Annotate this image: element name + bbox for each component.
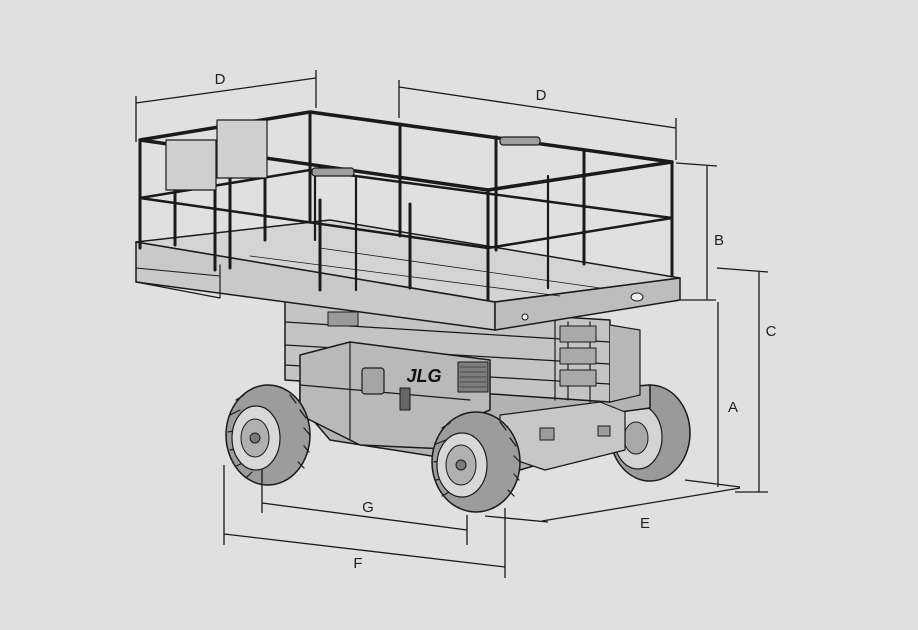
dimension-lines <box>135 70 769 578</box>
dimension-label-D-right: D <box>536 87 547 104</box>
dimension-C-line <box>716 267 769 493</box>
dimension-labels: D D B C A E G F <box>215 71 777 572</box>
dimension-label-D-left: D <box>215 71 226 88</box>
guard-rails <box>138 110 674 302</box>
brand-logo: JLG <box>406 366 441 386</box>
wheel-front-right <box>431 411 521 513</box>
dimension-label-C: C <box>766 323 777 340</box>
dimension-E-line <box>484 487 741 523</box>
dimension-label-F: F <box>353 555 362 572</box>
dimension-label-E: E <box>640 515 650 532</box>
dimension-A-line <box>684 302 741 488</box>
dimension-F-line <box>223 465 506 578</box>
dimension-B-line <box>675 162 718 301</box>
dimension-label-G: G <box>362 499 374 516</box>
scissor-lift-drawing: JLG <box>135 110 691 513</box>
dimension-G-line <box>261 470 468 545</box>
dimension-D-right-line <box>398 80 677 160</box>
dimension-label-B: B <box>714 232 724 249</box>
dimension-D-left-line <box>135 70 317 142</box>
wheel-front-left <box>225 384 311 486</box>
dimension-label-A: A <box>728 399 738 416</box>
